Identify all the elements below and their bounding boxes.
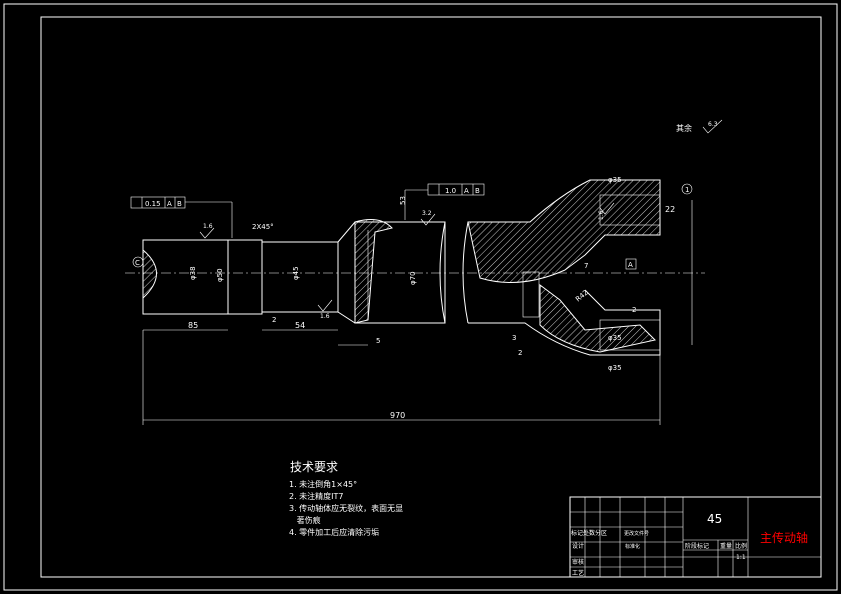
shaft-left-hatch [142, 248, 157, 300]
title-row2: 设计 [572, 542, 584, 550]
datum-c-circle [132, 256, 144, 268]
tolerance-frame-1: 0.15 A B [130, 196, 233, 238]
title-row3: 审核 [572, 558, 584, 566]
dia-g: φ35 [608, 364, 622, 372]
tol1-datum-a: A [167, 200, 172, 208]
tech-req-item-3: 3. 传动轴体应无裂纹，表面无显 [289, 503, 403, 513]
roughness-symbol-general: 其余 6.3 [676, 119, 723, 134]
title-row1: 标记处数分区 [571, 529, 607, 537]
roughness-symbol-2: 1.6 [317, 299, 333, 320]
dim-2c-text: 2 [632, 306, 636, 314]
shaft-segment-2 [228, 239, 263, 315]
dim-2b-text: 2 [518, 349, 522, 357]
roughness-symbol-1: 1.6 [199, 223, 215, 239]
dim-85-text: 85 [188, 321, 198, 330]
dim-5-text: 5 [376, 337, 380, 345]
ratio-label: 比例 [735, 542, 747, 550]
tech-req-item-1: 1. 未注倒角1×45° [289, 479, 357, 489]
outer-frame [3, 3, 838, 591]
yoke-bore-bottom [599, 319, 661, 351]
title-row2c: 标准化 [625, 543, 640, 550]
break-mark-right [462, 221, 469, 324]
roughness-symbol-4: 1.6 [598, 202, 615, 220]
title-row1b: 更改文件号 [624, 530, 649, 537]
balloon-1 [681, 183, 693, 195]
dim-2a-text: 2 [272, 316, 276, 324]
radius: R42 [574, 289, 590, 304]
datum-a-box [625, 258, 637, 270]
dia-e: φ35 [608, 176, 622, 184]
svg-text:6.3: 6.3 [708, 121, 718, 128]
dim-2x45: 2X45° [252, 223, 274, 231]
svg-text:1.6: 1.6 [598, 210, 605, 220]
title-row4: 工艺 [572, 569, 584, 577]
material-text: 45 [707, 512, 722, 526]
tol2-datum-b: B [475, 187, 480, 195]
stage-label: 阶段标记 [685, 542, 709, 550]
tol1-value: 0.15 [145, 200, 161, 208]
tol1-datum-b: B [177, 200, 182, 208]
datum-a-text: A [628, 261, 633, 269]
svg-text:1.6: 1.6 [203, 223, 213, 230]
scale-text: 1:1 [736, 554, 746, 561]
tolerance-frame-2: 1.0 A B [404, 183, 485, 220]
tol2-value: 1.0 [445, 187, 456, 195]
shaft-segment-3 [262, 241, 339, 313]
dia-c: φ45 [292, 266, 300, 280]
tech-req-item-2: 2. 未注精度IT7 [289, 491, 344, 501]
break-mark-left [439, 221, 446, 324]
dim-3-text: 3 [512, 334, 516, 342]
svg-text:1.6: 1.6 [320, 313, 330, 320]
collar-hatch [354, 219, 393, 324]
yoke-lower-hatch [539, 284, 657, 353]
dia-d: φ70 [409, 271, 417, 285]
balloon-1-text: 1 [685, 186, 689, 194]
dim-54-text: 54 [295, 321, 305, 330]
part-name: 主传动轴 [760, 530, 808, 545]
datum-c-text: C [135, 259, 140, 267]
dia-f: φ35 [608, 334, 622, 342]
roughness-symbol-3: 3.2 [420, 210, 436, 226]
shaft-collar [337, 221, 446, 324]
inner-frame [40, 16, 822, 578]
dim-22-text: 22 [665, 205, 675, 214]
dia-a: φ38 [189, 266, 197, 280]
dia-b: φ50 [216, 268, 224, 282]
svg-text:其余: 其余 [676, 123, 692, 133]
dim-7-text: 7 [584, 262, 588, 270]
dim-53: 53 [399, 196, 407, 205]
tech-req-item-3b: 著伤痕 [289, 515, 321, 525]
svg-text:3.2: 3.2 [422, 210, 432, 217]
tol2-datum-a: A [464, 187, 469, 195]
weight-label: 重量 [720, 542, 732, 550]
thread-hole [522, 271, 540, 318]
yoke-bore-top [599, 194, 661, 226]
title-block [569, 496, 822, 578]
tech-req-item-4: 4. 零件加工后应清除污垢 [289, 527, 379, 537]
dim-total-text: 970 [390, 411, 405, 420]
tech-req-title: 技术要求 [290, 460, 338, 474]
